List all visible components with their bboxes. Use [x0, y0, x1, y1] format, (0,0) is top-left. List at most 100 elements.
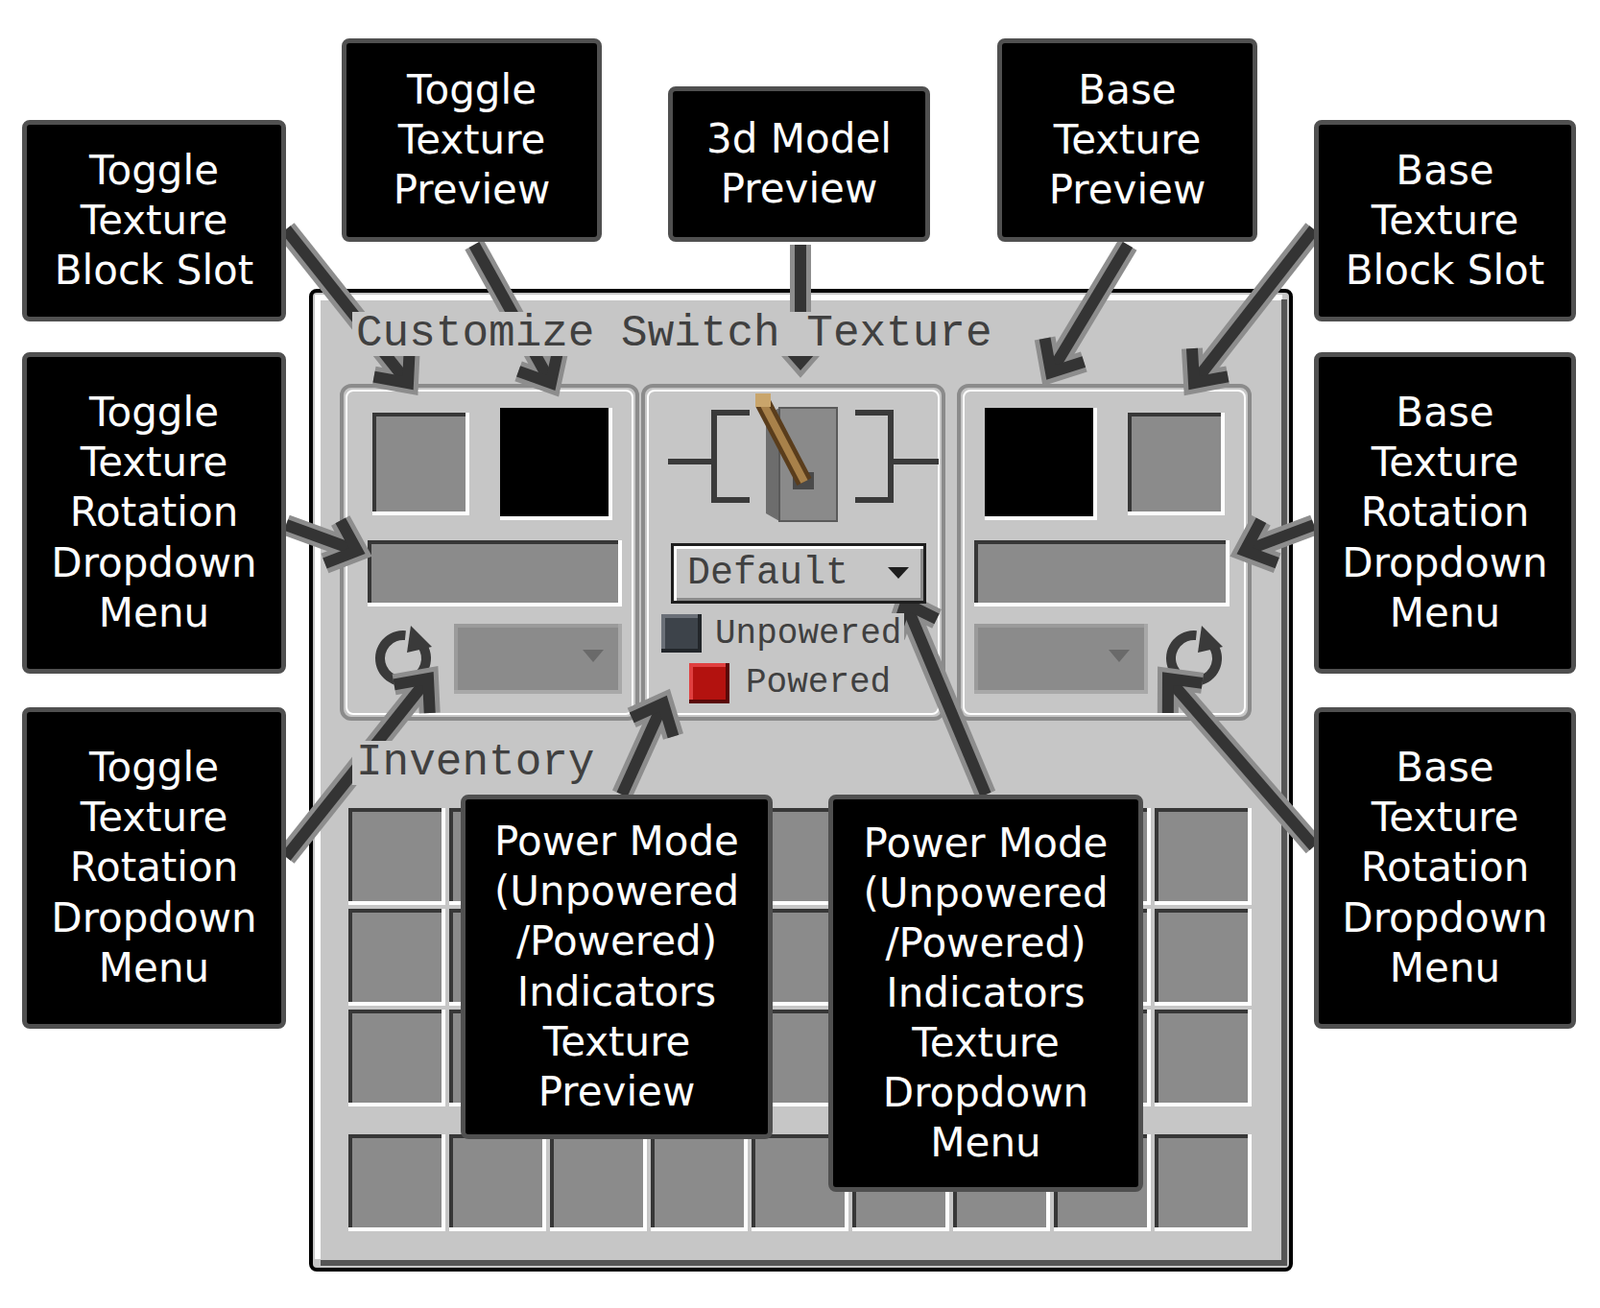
power-mode-label: Powered	[742, 662, 894, 704]
callout-box: Power Mode (Unpowered /Powered) Indicato…	[460, 794, 773, 1140]
base-texture-preview-fill	[984, 407, 1098, 521]
connector-arrow	[894, 603, 986, 795]
toggle-rotation-dropdown-light	[453, 623, 621, 693]
window-fill	[310, 290, 1291, 1270]
callout-text: Power Mode (Unpowered /Powered) Indicato…	[844, 818, 1127, 1170]
toggle-block-slot-light	[372, 412, 468, 514]
lever-handle-edge	[763, 403, 805, 482]
leader-arrow	[1192, 229, 1314, 383]
unpowered-indicator-light	[661, 614, 700, 651]
gui-window-panel: Customize Switch TextureInventory Default	[310, 290, 1291, 1270]
arrow-core	[906, 603, 986, 795]
lever-handle	[764, 405, 805, 482]
gui-window	[310, 290, 1291, 1270]
callout-box: Power Mode (Unpowered /Powered) Indicato…	[828, 794, 1144, 1193]
inventory-slot-fill	[348, 808, 446, 906]
inventory-slot-fill	[1154, 908, 1252, 1006]
leader-arrow	[286, 229, 410, 383]
rotation-head	[1197, 625, 1223, 653]
panel-inner	[647, 390, 939, 715]
base-texture-preview-shade	[986, 409, 1098, 521]
panel-border	[643, 385, 944, 719]
left-bracket	[668, 412, 750, 501]
dropdown-arrow	[582, 649, 604, 663]
inventory-slot-shade	[350, 1136, 446, 1232]
base-block-slot-light	[1127, 412, 1223, 514]
toggle-rotation-dropdown-fill	[453, 623, 622, 694]
window-text: Inventory	[352, 740, 598, 786]
leader-arrows	[286, 229, 1314, 858]
inventory-slot	[1154, 908, 1252, 1006]
inventory-slot-shade	[1156, 910, 1252, 1006]
unpowered-indicator-fill	[661, 614, 702, 653]
base-block-slot	[1127, 412, 1225, 516]
inventory-slot	[449, 1134, 547, 1232]
toggle-rotation-bar-light	[367, 540, 621, 605]
inventory-slot	[1154, 1134, 1252, 1232]
callout-text: 3d Model Preview	[684, 114, 914, 215]
base-rotation-bar	[974, 540, 1230, 607]
inventory-slot-light	[1154, 1009, 1250, 1105]
panel-inner	[346, 390, 633, 715]
gui-panel	[341, 385, 638, 719]
inventory-slot	[348, 908, 446, 1006]
toggle-rotation-bar-shade	[369, 542, 622, 607]
arrow-core	[1194, 229, 1314, 383]
inventory-slot-fill	[449, 1134, 547, 1232]
rotation-head	[406, 625, 432, 653]
inventory-slot-shade	[350, 810, 446, 906]
toggle-block-slot-shade	[374, 414, 470, 516]
lever-tip	[755, 393, 771, 407]
callout-text: Toggle Texture Rotation Dropdown Menu	[38, 387, 270, 638]
base-texture-preview-light	[984, 407, 1096, 519]
inventory-slot-shade	[652, 1136, 748, 1232]
toggle-rotation-dropdown-shade	[455, 625, 622, 694]
toggle-rotation-bar-fill	[367, 540, 622, 607]
inventory-slot-light	[1154, 908, 1250, 1004]
inventory-slot-shade	[551, 1136, 647, 1232]
inventory-slot-light	[449, 1134, 545, 1230]
arrow-core	[1168, 678, 1203, 714]
base-rotation-bar-shade	[976, 542, 1230, 607]
inventory-slot-fill	[1154, 1009, 1252, 1107]
inventory-slot-light	[348, 1009, 444, 1105]
toggle-block-slot-fill	[372, 412, 470, 516]
inventory-slot-light	[348, 1134, 444, 1230]
arrow-core	[324, 520, 358, 564]
inventory-slot-fill	[348, 1009, 446, 1107]
toggle-texture-preview-light	[500, 407, 611, 519]
arrow-outline	[1050, 244, 1128, 373]
gui-panel	[958, 385, 1250, 719]
callout-box: 3d Model Preview	[668, 86, 931, 242]
callout-box: Toggle Texture Rotation Dropdown Menu	[22, 707, 287, 1029]
arrow-core	[1192, 348, 1228, 383]
arrow-core	[1045, 338, 1085, 373]
dropdown-arrow	[1108, 649, 1130, 663]
toggle-texture-preview-fill	[500, 407, 613, 521]
window-text: Customize Switch Texture	[352, 311, 997, 357]
toggle-texture-preview-shade	[501, 409, 613, 521]
right-bracket	[855, 412, 939, 501]
inventory-slot-shade	[1156, 810, 1252, 906]
powered-indicator-shade	[691, 665, 730, 704]
leader-arrow	[286, 520, 358, 564]
window-highlight	[317, 297, 1283, 1260]
panel-border	[341, 385, 638, 719]
dropdown-text: Default	[683, 554, 853, 594]
dropdown-menu: Default	[670, 543, 927, 604]
toggle-rotation-bar	[367, 540, 622, 607]
arrow-outline	[1168, 678, 1314, 847]
inventory-slot-light	[549, 1134, 645, 1230]
power-mode-label: Unpowered	[712, 613, 905, 655]
arrow-core	[286, 229, 408, 383]
callout-box: Base Texture Rotation Dropdown Menu	[1313, 707, 1577, 1029]
inventory-slot	[348, 808, 446, 906]
inventory-slot-shade	[1156, 1011, 1252, 1107]
inventory-slot	[1154, 808, 1252, 906]
inventory-slot-light	[1154, 1134, 1250, 1230]
leader-arrow	[1045, 244, 1128, 373]
callout-box: Base Texture Block Slot	[1313, 119, 1577, 322]
inventory-slot	[348, 1009, 446, 1107]
gui-panel	[643, 385, 944, 719]
inventory-slot-fill	[348, 1134, 446, 1232]
